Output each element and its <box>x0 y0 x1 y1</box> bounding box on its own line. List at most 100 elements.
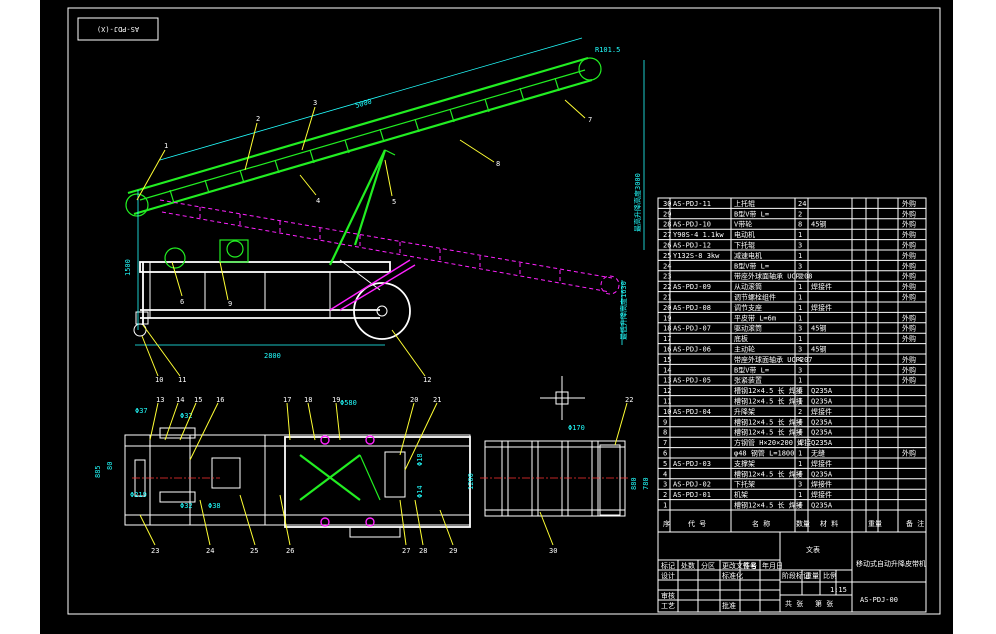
bom-cell-note: 外购 <box>902 293 916 302</box>
bom-cell-note: 外购 <box>902 334 916 343</box>
dim-d32b: Φ32 <box>180 502 193 510</box>
bom-cell-n: 27 <box>663 231 671 239</box>
bom-cell-mat: 焊接件 <box>811 407 832 416</box>
bom-cell-qty: 6 <box>798 387 802 395</box>
bom-cell-mat: Q235A <box>811 439 833 447</box>
bom-cell-n: 13 <box>663 377 671 385</box>
bom-cell-code: AS-PDJ-06 <box>673 346 711 354</box>
tb-label-approve: 批准 <box>722 601 736 610</box>
bom-cell-qty: 1 <box>798 398 802 406</box>
callout-28: 28 <box>419 547 427 555</box>
callout-3: 3 <box>313 99 317 107</box>
bom-cell-note: 外购 <box>902 365 916 374</box>
bom-cell-note: 外购 <box>902 230 916 239</box>
bom-cell-code: Y90S-4 1.1kw <box>673 231 724 239</box>
dim-d170: Φ170 <box>568 424 585 432</box>
bom-cell-note: 外购 <box>902 199 916 208</box>
callout-18: 18 <box>304 396 312 404</box>
bom-cell-name: 下托架 <box>734 480 755 489</box>
bom-cell-name: 主动轮 <box>734 345 755 354</box>
bom-cell-note: 外购 <box>902 209 916 218</box>
bom-cell-name: 电动机 <box>734 230 755 239</box>
bom-header-note: 备 注 <box>906 519 924 528</box>
bom-cell-qty: 4 <box>798 418 802 426</box>
bom-header-mat: 材 料 <box>820 519 838 528</box>
callout-15: 15 <box>194 396 202 404</box>
bom-cell-qty: 4 <box>798 439 802 447</box>
bom-cell-note: 外购 <box>902 261 916 270</box>
bom-cell-n: 17 <box>663 335 671 343</box>
bom-cell-n: 7 <box>663 439 667 447</box>
bom-cell-mat: 焊接件 <box>811 282 832 291</box>
bom-cell-name: 带座外球面轴承 UCP207 <box>734 355 813 364</box>
bom-cell-qty: 1 <box>798 450 802 458</box>
bom-cell-n: 14 <box>663 366 671 374</box>
bom-cell-n: 18 <box>663 325 671 333</box>
callout-22: 22 <box>625 396 633 404</box>
callout-17: 17 <box>283 396 291 404</box>
tb-label-count: 处数 <box>681 561 695 570</box>
bom-header-name: 名 称 <box>752 519 770 528</box>
bom-cell-n: 6 <box>663 450 667 458</box>
dim-1200: 1200 <box>467 473 475 490</box>
bom-cell-n: 23 <box>663 273 671 281</box>
dim-d37: Φ37 <box>135 407 148 415</box>
bom-cell-name: 平皮带 L=6m <box>734 313 776 322</box>
bom-cell-name: 从动滚筒 <box>734 282 762 291</box>
bom-header-weight: 重量 <box>868 520 882 528</box>
side-view: 5000 R101.5 1500 2800 最高升降高度3000 最低升降高度1… <box>124 37 645 384</box>
bom-cell-note: 外购 <box>902 376 916 385</box>
tb-label-std: 标准化 <box>722 571 743 580</box>
bom-cell-qty: 4 <box>798 502 802 510</box>
bom-cell-note: 外购 <box>902 324 916 333</box>
bom-cell-n: 26 <box>663 242 671 250</box>
callout-8: 8 <box>496 160 500 168</box>
bom-header-n: 序 <box>663 519 670 528</box>
bom-cell-qty: 1 <box>798 252 802 260</box>
tb-label-change: 更改文件号 <box>722 561 757 570</box>
bom-cell-name: 槽钢12×4.5 长 焊接 <box>734 397 803 406</box>
callout-27: 27 <box>402 547 410 555</box>
bom-cell-name: 带座外球面轴承 UCP208 <box>734 272 813 281</box>
dim-d580: Φ580 <box>340 399 357 407</box>
bom-cell-note: 外购 <box>902 220 916 229</box>
code-box-text: AS-PDJ-(X) <box>97 25 139 33</box>
bom-cell-mat: 焊接件 <box>811 480 832 489</box>
callout-1: 1 <box>164 142 168 150</box>
bom-cell-n: 21 <box>663 294 671 302</box>
bom-cell-n: 10 <box>663 408 671 416</box>
bom-cell-name: 槽钢12×4.5 长 焊接 <box>734 469 803 478</box>
bom-cell-mat: 45钢 <box>811 220 826 229</box>
bom-cell-name: 支撑架 <box>734 459 755 468</box>
bom-cell-n: 29 <box>663 210 671 218</box>
bom-cell-qty: 1 <box>798 314 802 322</box>
dim-780: 780 <box>642 477 650 490</box>
bom-cell-mat: 45钢 <box>811 324 826 333</box>
bom-cell-note: 外购 <box>902 449 916 458</box>
bom-cell-qty: 24 <box>798 200 806 208</box>
center-crosshair <box>540 376 585 420</box>
tb-label-stage: 阶段标记 <box>782 571 810 580</box>
motor-icon <box>219 239 249 263</box>
callout-10: 10 <box>155 376 163 384</box>
tail-pulley-icon <box>125 193 149 217</box>
dim-belt-length: 5000 <box>354 98 372 110</box>
bom-cell-name: 减速电机 <box>734 251 762 260</box>
tb-label-total: 共 张 <box>785 599 803 608</box>
bom-cell-qty: 3 <box>798 366 802 374</box>
bom-cell-mat: Q235A <box>811 418 833 426</box>
bom-cell-qty: 4 <box>798 356 802 364</box>
callout-20: 20 <box>410 396 418 404</box>
